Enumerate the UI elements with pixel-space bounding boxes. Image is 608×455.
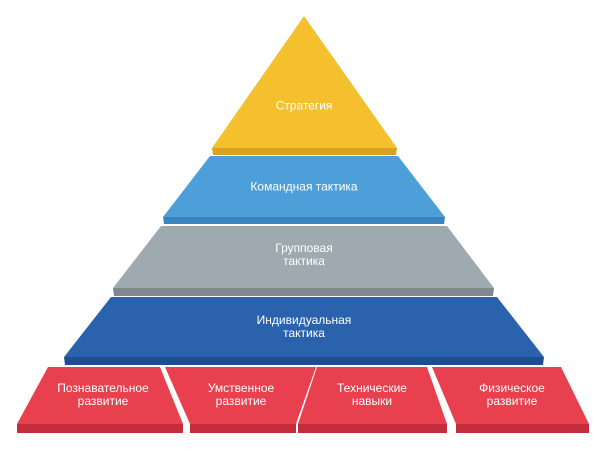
foundation-mental-development-line-1: Умственное: [207, 381, 275, 395]
foundation-technical-skills-shade: [298, 424, 447, 433]
foundation-mental-development: [165, 367, 316, 424]
tier-group-tactics-shade: [113, 288, 494, 296]
foundation-cognitive-development-line-2: развитие: [77, 394, 129, 408]
foundation-physical-development-shade: [456, 424, 589, 433]
foundation-technical-skills-line-2: навыки: [351, 394, 393, 408]
tier-individual-tactics-label: Индивидуальная тактика: [257, 314, 352, 340]
foundation-mental-development-label: Умственное развитие: [208, 382, 274, 408]
tier-team-tactics-label-line-1: Командная тактика: [250, 179, 358, 194]
tier-group-tactics: [113, 226, 494, 288]
tier-individual-tactics-label-line-1: Индивидуальная: [256, 313, 352, 327]
foundation-physical-development-line-2: развитие: [486, 394, 538, 408]
tier-team-tactics: [163, 156, 445, 217]
foundation-mental-development-line-2: развитие: [215, 394, 267, 408]
tier-strategy-shade: [212, 148, 397, 155]
foundation-cognitive-development-line-1: Познавательное: [57, 381, 149, 395]
foundation-technical-skills: [298, 367, 447, 424]
tier-group-tactics-label-line-1: Групповая: [275, 241, 333, 255]
tier-individual-tactics-shade: [64, 357, 544, 365]
foundation-technical-skills-line-1: Технические: [337, 381, 407, 395]
tier-strategy-label: Стратегия: [275, 98, 333, 113]
foundation-technical-skills-label: Технические навыки: [337, 382, 407, 408]
foundation-physical-development: [432, 367, 589, 424]
foundation-cognitive-development-label: Познавательное развитие: [57, 382, 148, 408]
tier-team-tactics-label: Командная тактика: [250, 179, 358, 194]
foundation-cognitive-development-shade: [17, 424, 183, 433]
tier-individual-tactics: [64, 297, 544, 357]
foundation-cognitive-development: [17, 367, 183, 424]
tier-group-tactics-label-line-2: тактика: [283, 254, 325, 268]
tier-individual-tactics-label-line-2: тактика: [283, 326, 325, 340]
tier-group-tactics-label: Групповая тактика: [275, 242, 332, 268]
tier-team-tactics-shade: [163, 217, 445, 224]
foundation-physical-development-label: Физическое развитие: [479, 382, 545, 408]
tier-strategy: [212, 16, 397, 148]
foundation-mental-development-shade: [190, 424, 296, 433]
foundation-physical-development-line-1: Физическое: [479, 381, 545, 395]
tier-strategy-label-line-1: Стратегия: [275, 98, 333, 113]
